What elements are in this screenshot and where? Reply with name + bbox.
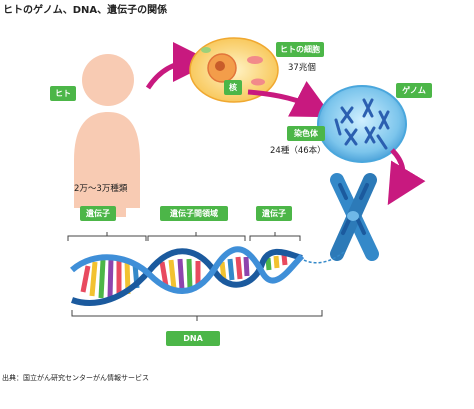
chromosome-to-dna-link [299, 251, 345, 264]
source-credit: 出典：国立がん研究センターがん情報サービス [2, 374, 149, 382]
page-title: ヒトのゲノム、DNA、遺伝子の関係 [3, 5, 168, 16]
human-nose [128, 72, 134, 78]
brace-dna [71, 310, 323, 321]
label-gene-region: 遺伝子間領域 [160, 206, 228, 221]
genome-chromosomes [334, 98, 390, 150]
label-human: ヒト [50, 86, 76, 101]
dna-strand-b [70, 246, 305, 294]
cell-illustration [189, 37, 279, 103]
dna-braces [67, 232, 323, 321]
label-gene-left: 遺伝子 [80, 206, 116, 221]
label-gene-right: 遺伝子 [256, 206, 292, 221]
cell-count-text: 37兆個 [288, 63, 316, 73]
chromosome-illustration [330, 173, 379, 261]
brace-gene-region [147, 232, 246, 241]
label-nucleus: 核 [224, 80, 242, 95]
arrow-nucleus-to-genome [247, 81, 333, 118]
label-genome: ゲノム [396, 83, 432, 98]
nucleolus [215, 61, 225, 71]
gene-count-text: 2万～3万種類 [74, 184, 128, 194]
brace-gene-left [67, 232, 147, 241]
label-cell: ヒトの細胞 [276, 42, 324, 57]
human-body [74, 112, 140, 208]
organelle-2 [251, 78, 265, 86]
label-dna: DNA [166, 331, 220, 346]
organelle-1 [247, 56, 263, 64]
arrow-genome-to-chromosome [387, 148, 426, 206]
dna-helix [70, 246, 305, 306]
human-head [82, 54, 134, 106]
arrow-human-to-cell [145, 42, 213, 90]
organelle-4 [201, 47, 211, 53]
brace-gene-right [249, 232, 301, 241]
label-chromosome: 染色体 [287, 126, 325, 141]
genome-illustration [317, 85, 407, 163]
chromosome-count-text: 24種（46本） [270, 146, 326, 156]
